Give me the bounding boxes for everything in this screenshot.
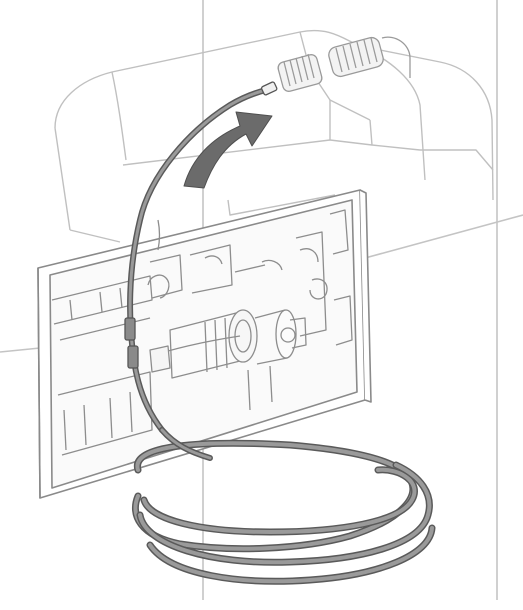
cistern-tank	[54, 29, 494, 243]
hose-connectors	[124, 81, 278, 369]
flush-mechanism	[51, 209, 353, 456]
curved-arrow-icon	[183, 111, 273, 189]
flexible-hose	[127, 87, 436, 585]
threaded-inlet	[277, 36, 411, 92]
